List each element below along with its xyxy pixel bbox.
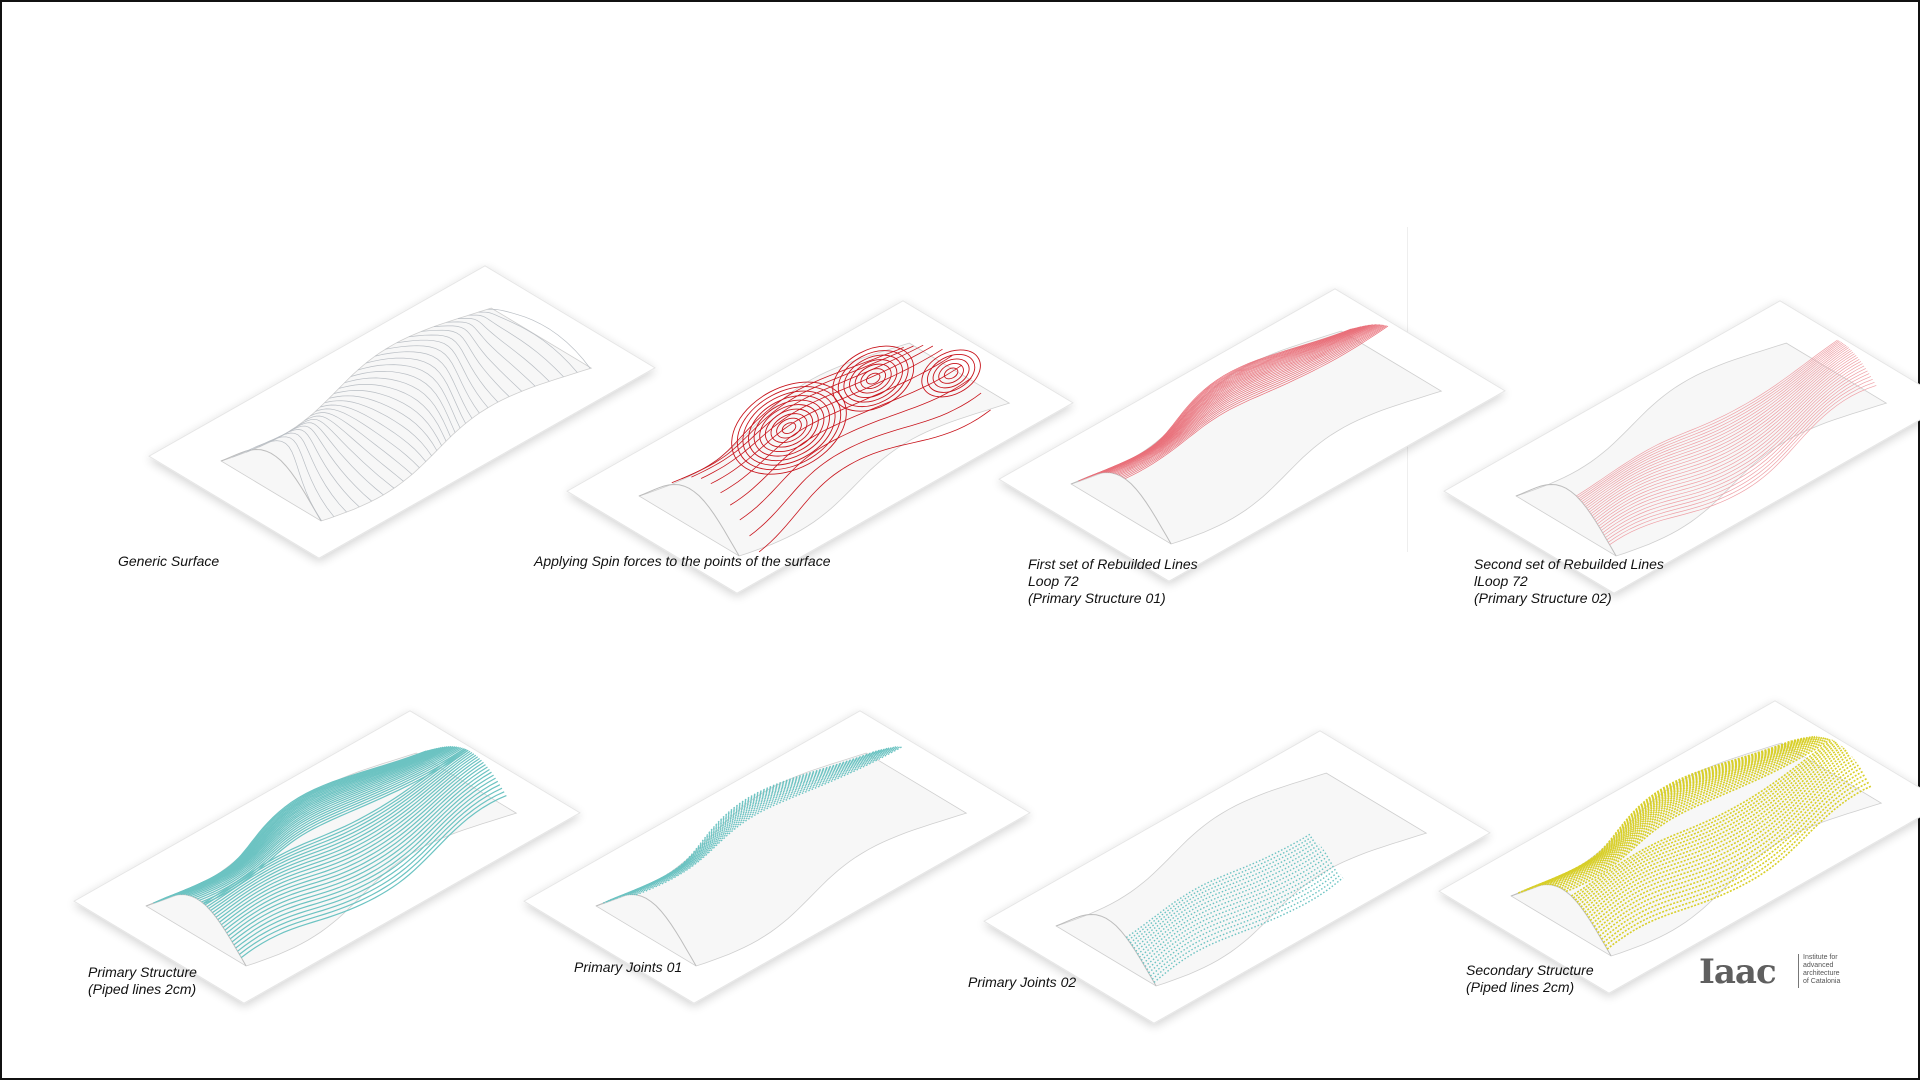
caption-rebuild-2: Second set of Rebuilded Lines lLoop 72 (… [1474,556,1664,607]
spin-forces-model [566,300,1074,594]
caption-line: First set of Rebuilded Lines [1028,556,1198,572]
panel-rebuild-1 [982,240,1506,582]
generic-surface-model [148,265,656,559]
caption-line: Primary Joints 02 [968,974,1077,990]
logo-text-line: Institute for [1803,954,1838,961]
caption-line: (Piped lines 2cm) [1466,979,1575,995]
logo-mark: Iaac [1699,952,1777,992]
logo-text-line: architecture [1803,970,1840,977]
caption-line: Generic Surface [118,553,220,569]
panel-primary-structure [57,662,581,1004]
caption-line: Second set of Rebuilded Lines [1474,556,1664,572]
caption-primary-joints-01: Primary Joints 01 [574,959,682,976]
caption-line: (Primary Structure 02) [1474,590,1612,606]
caption-generic-surface: Generic Surface [118,553,219,570]
caption-line: lLoop 72 [1474,573,1528,589]
rebuild-1-model [998,288,1506,582]
logo-text-line: advanced [1803,962,1834,969]
primary-joints-02-model [983,730,1491,1024]
caption-primary-structure: Primary Structure (Piped lines 2cm) [88,964,197,998]
caption-rebuild-1: First set of Rebuilded Lines Loop 72 (Pr… [1028,556,1198,607]
caption-line: Primary Structure [88,964,197,980]
caption-line: Applying Spin forces to the points of th… [534,553,831,569]
panel-primary-joints-01 [507,662,1031,1004]
logo-text-line: of Catalonia [1803,978,1841,985]
caption-line: (Primary Structure 01) [1028,590,1166,606]
caption-line: Loop 72 [1028,573,1079,589]
logo-separator [1798,954,1799,988]
primary-joints-01-model [523,710,1031,1004]
caption-spin-forces: Applying Spin forces to the points of th… [534,553,831,570]
secondary-structure-model [1438,700,1920,994]
caption-secondary-structure: Secondary Structure (Piped lines 2cm) [1466,962,1594,996]
caption-primary-joints-02: Primary Joints 02 [968,974,1076,991]
iaac-logo: Iaac Institute for advanced architecture… [1699,952,1869,992]
panel-rebuild-2 [1427,252,1920,594]
logo-text: Institute for advanced architecture of C… [1803,954,1840,986]
caption-line: (Piped lines 2cm) [88,981,197,997]
panel-primary-joints-02 [967,682,1491,1024]
panel-spin-forces [550,252,1074,594]
caption-line: Secondary Structure [1466,962,1594,978]
rebuild-2-model [1443,300,1920,594]
panel-generic-surface [132,217,656,559]
caption-line: Primary Joints 01 [574,959,683,975]
panel-secondary-structure [1422,652,1920,994]
primary-structure-model [73,710,581,1004]
